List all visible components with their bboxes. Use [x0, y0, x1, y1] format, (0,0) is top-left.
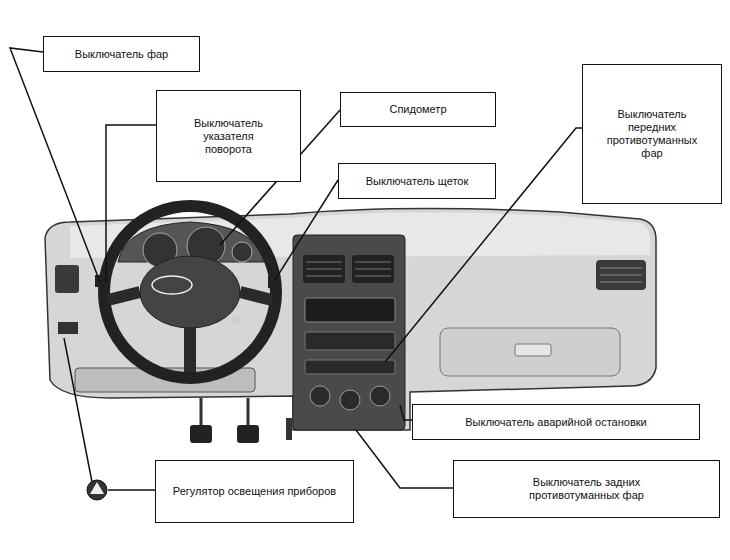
leader-lines [64, 338, 92, 482]
center-console [355, 262, 391, 263]
dashboard-body [45, 208, 656, 430]
callout-box: Выключатель фар [43, 36, 200, 72]
steering-wheel [232, 316, 240, 324]
air-vents [596, 260, 646, 290]
center-console [352, 255, 394, 283]
instrument-cluster [232, 242, 252, 262]
air-vents [600, 282, 642, 283]
dashboard-body [58, 322, 78, 334]
callout-box: Спидометр [340, 92, 496, 127]
callout-label: Выключатель задних противотуманных фар [487, 476, 687, 502]
center-console [370, 386, 390, 406]
callout-box: Выключатель щеток [338, 163, 496, 199]
leader-lines [106, 125, 156, 282]
callout-label: Регулятор освещения приборов [173, 485, 336, 498]
leader-lines [400, 405, 412, 420]
leader-lines [10, 48, 100, 282]
callout-box: Регулятор освещения приборов [155, 460, 354, 523]
dashboard-body [45, 208, 656, 430]
leader-lines [275, 180, 338, 280]
center-console [303, 255, 345, 283]
center-console [305, 360, 395, 374]
callout-label: Выключатель аварийной остановки [465, 416, 646, 429]
callout-box: Выключатель передних противотуманных фар [582, 64, 722, 204]
pedals [190, 425, 212, 443]
logo-icon [90, 482, 104, 494]
center-console [355, 276, 391, 277]
center-console [293, 235, 405, 430]
steering-wheel [95, 206, 278, 378]
callout-label: Выключатель указателя поворота [184, 117, 274, 156]
center-console [305, 332, 395, 350]
glovebox [440, 328, 620, 376]
air-vents [55, 265, 79, 293]
center-console [306, 276, 342, 277]
steering-wheel [104, 206, 276, 378]
steering-wheel [152, 276, 192, 294]
glovebox [515, 344, 551, 356]
center-console [340, 390, 360, 410]
pedals [247, 398, 250, 426]
pedals [190, 398, 292, 443]
leader-lines [108, 489, 155, 491]
glovebox [440, 328, 620, 376]
steering-wheel [95, 275, 109, 287]
logo-icon [87, 480, 107, 500]
logo-icon [87, 480, 107, 500]
air-vents [600, 275, 642, 276]
center-console [305, 298, 395, 322]
callout-box: Выключатель аварийной остановки [412, 404, 700, 440]
callout-label: Выключатель передних противотуманных фар [597, 108, 707, 160]
center-console [310, 386, 330, 406]
pedals [237, 425, 259, 443]
center-console [306, 262, 342, 263]
center-console [355, 269, 391, 270]
pedals [286, 418, 292, 440]
center-console [306, 269, 342, 270]
steering-wheel [140, 256, 240, 328]
callout-label: Спидометр [389, 103, 446, 116]
callout-label: Выключатель щеток [366, 175, 469, 188]
center-console [293, 235, 405, 430]
callout-label: Выключатель фар [75, 48, 168, 61]
pedals [200, 398, 203, 426]
callout-box: Выключатель задних противотуманных фар [453, 460, 720, 518]
callout-box: Выключатель указателя поворота [156, 90, 301, 182]
air-vents [600, 268, 642, 269]
